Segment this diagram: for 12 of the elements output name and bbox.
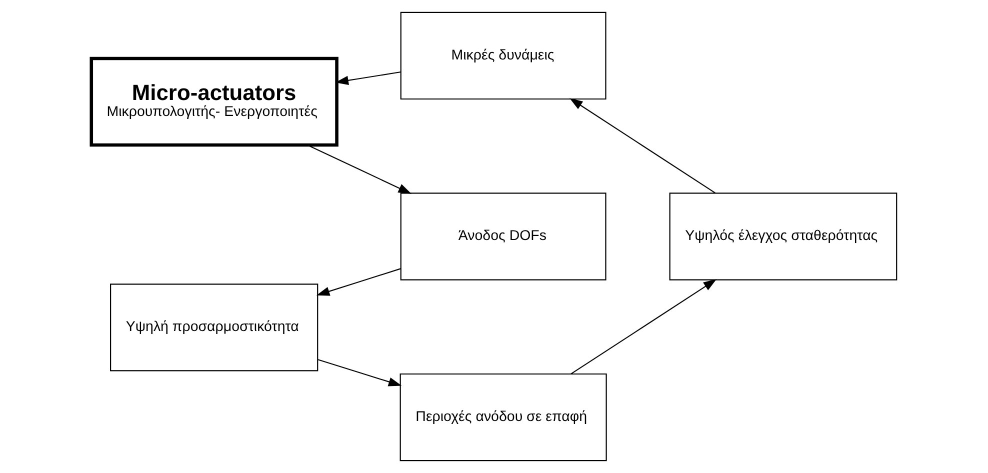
node-box: Άνοδος DOFs bbox=[400, 192, 606, 280]
node-box: Υψηλός έλεγχος σταθερότητας bbox=[669, 192, 898, 280]
arrow bbox=[570, 279, 717, 374]
arrow bbox=[570, 98, 716, 194]
arrow bbox=[307, 144, 412, 194]
node-box: Περιοχές ανόδου σε επαφή bbox=[400, 373, 607, 462]
arrow bbox=[335, 71, 401, 85]
node-box: Micro-actuators Μικρουπολογιτής- Ενεργοποιητές bbox=[90, 56, 338, 147]
node-box: Μικρές δυνάμεις bbox=[400, 12, 606, 100]
arrow bbox=[318, 359, 402, 386]
arrow bbox=[316, 268, 401, 296]
node-box: Υψηλή προσαρμοστικότητα bbox=[110, 284, 318, 372]
